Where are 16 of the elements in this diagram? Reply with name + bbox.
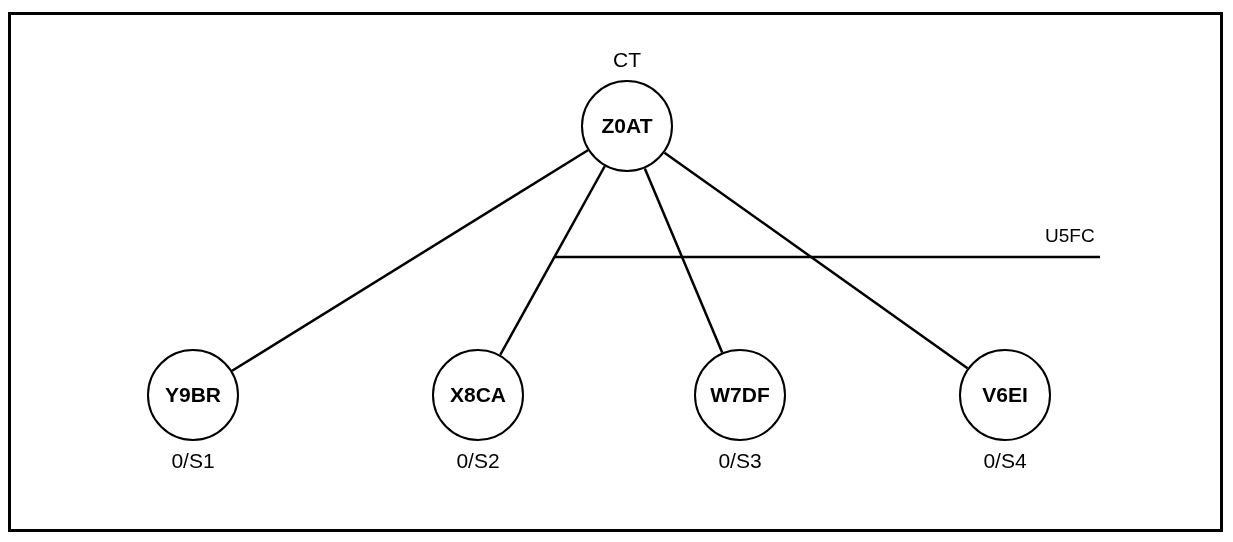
connector-line [231, 149, 589, 372]
node-label: Y9BR [165, 383, 221, 407]
node-caption: 0/S2 [456, 449, 500, 473]
line-label: U5FC [1045, 225, 1095, 247]
node-label: V6EI [982, 383, 1028, 407]
connector-line [643, 167, 724, 354]
node-caption: 0/S4 [983, 449, 1027, 473]
node-circle [581, 80, 673, 172]
node-label: W7DF [710, 383, 770, 407]
connector-line [499, 165, 606, 356]
node-label: Z0AT [601, 114, 653, 138]
node-caption: 0/S3 [718, 449, 762, 473]
node-label: X8CA [450, 383, 506, 407]
connector-line [663, 151, 969, 370]
node-caption: 0/S1 [171, 449, 215, 473]
node-caption: CT [613, 48, 641, 72]
